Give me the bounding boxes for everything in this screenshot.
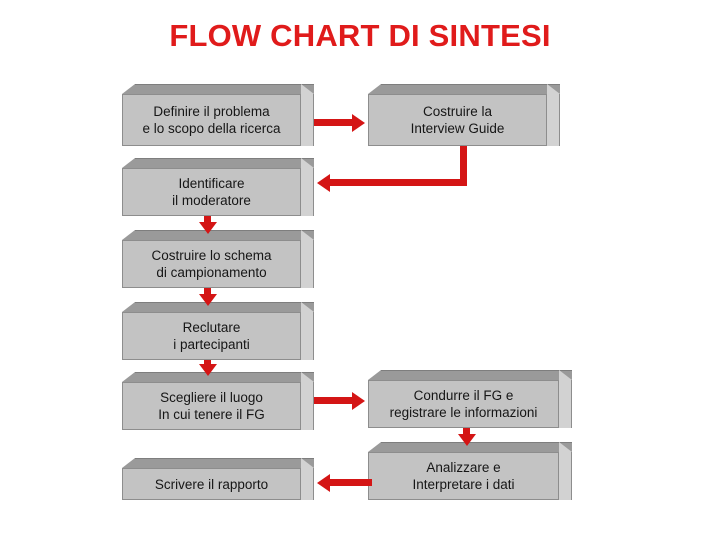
box-side-bevel: [301, 158, 314, 168]
box-top-bevel: [368, 84, 381, 94]
box-top-bevel: [368, 442, 381, 452]
box-top-face: [135, 230, 314, 240]
flow-node-label: Costruire lo schema: [151, 248, 272, 263]
connector-recruit-to-location: [204, 360, 211, 366]
box-side-bevel: [301, 230, 314, 240]
box-top-face: [135, 458, 314, 468]
box-top-face: [381, 84, 560, 94]
flow-node-build-sampling-scheme[interactable]: Costruire lo schema di campionamento: [122, 230, 314, 288]
arrow-left-icon: [317, 473, 330, 492]
box-front-face: Analizzare e Interpretare i dati: [368, 452, 559, 500]
box-top-bevel: [122, 302, 135, 312]
box-side-face: [301, 382, 314, 430]
flow-node-define-problem[interactable]: Definire il problema e lo scopo della ri…: [122, 84, 314, 146]
arrow-right-icon: [352, 113, 365, 132]
box-side-bevel: [301, 84, 314, 94]
flow-node-label: In cui tenere il FG: [158, 407, 265, 422]
flow-node-label: Interpretare i dati: [412, 477, 515, 492]
flow-node-label: Scrivere il rapporto: [154, 476, 269, 492]
box-side-face: [301, 168, 314, 216]
box-side-face: [559, 380, 572, 428]
arrow-down-icon: [198, 222, 217, 234]
flow-node-label: di campionamento: [156, 265, 267, 280]
flow-node-label: Condurre il FG e: [413, 388, 514, 403]
flow-node-label: registrare le informazioni: [389, 405, 538, 420]
box-top-face: [135, 84, 314, 94]
box-side-face: [301, 94, 314, 146]
box-front-face: Costruire la Interview Guide: [368, 94, 547, 146]
box-side-bevel: [301, 302, 314, 312]
flow-node-label: Analizzare e: [426, 460, 501, 475]
box-top-bevel: [122, 372, 135, 382]
box-side-bevel: [559, 442, 572, 452]
box-top-bevel: [368, 370, 381, 380]
flow-node-identify-moderator[interactable]: Identificare il moderatore: [122, 158, 314, 216]
box-top-face: [135, 372, 314, 382]
box-top-face: [135, 158, 314, 168]
box-top-face: [381, 370, 572, 380]
flow-node-label: Reclutare: [182, 320, 241, 335]
box-top-bevel: [122, 84, 135, 94]
box-side-bevel: [547, 84, 560, 94]
arrow-down-icon: [457, 434, 476, 446]
box-front-face: Condurre il FG e registrare le informazi…: [368, 380, 559, 428]
box-top-face: [135, 302, 314, 312]
box-top-face: [381, 442, 572, 452]
box-side-face: [301, 240, 314, 288]
box-side-bevel: [301, 372, 314, 382]
box-top-bevel: [122, 158, 135, 168]
flow-node-choose-location[interactable]: Scegliere il luogo In cui tenere il FG: [122, 372, 314, 430]
flow-node-label: Interview Guide: [410, 121, 505, 136]
arrow-left-icon: [317, 173, 330, 192]
connector-conduct-to-analyze: [463, 428, 470, 436]
box-side-bevel: [559, 370, 572, 380]
arrow-down-icon: [198, 294, 217, 306]
arrow-right-icon: [352, 391, 365, 410]
arrow-down-icon: [198, 364, 217, 376]
connector-sampling-to-recruit: [204, 288, 211, 296]
flow-node-label: Definire il problema: [153, 104, 270, 119]
box-front-face: Costruire lo schema di campionamento: [122, 240, 301, 288]
connector-guide-to-moderator-vertical: [460, 146, 467, 186]
box-top-bevel: [122, 458, 135, 468]
flow-node-label: il moderatore: [172, 193, 251, 208]
connector-moderator-to-sampling: [204, 216, 211, 224]
box-side-face: [301, 468, 314, 500]
flow-node-label: i partecipanti: [173, 337, 250, 352]
box-top-bevel: [122, 230, 135, 240]
box-front-face: Scegliere il luogo In cui tenere il FG: [122, 382, 301, 430]
box-front-face: Definire il problema e lo scopo della ri…: [122, 94, 301, 146]
box-side-bevel: [301, 458, 314, 468]
flow-node-label: Costruire la: [422, 104, 493, 119]
flow-node-label: Scegliere il luogo: [160, 390, 263, 405]
flow-node-label: e lo scopo della ricerca: [142, 121, 281, 136]
flow-node-label: Identificare: [178, 176, 245, 191]
connector-analyze-to-report: [330, 479, 372, 486]
box-front-face: Reclutare i partecipanti: [122, 312, 301, 360]
flow-node-write-report[interactable]: Scrivere il rapporto: [122, 458, 314, 500]
box-front-face: Scrivere il rapporto: [122, 468, 301, 500]
flow-node-recruit-participants[interactable]: Reclutare i partecipanti: [122, 302, 314, 360]
box-side-face: [547, 94, 560, 146]
box-side-face: [559, 452, 572, 500]
flow-node-build-interview-guide[interactable]: Costruire la Interview Guide: [368, 84, 560, 146]
connector-location-to-conduct: [314, 397, 354, 404]
box-front-face: Identificare il moderatore: [122, 168, 301, 216]
flow-node-analyze-interpret-data[interactable]: Analizzare e Interpretare i dati: [368, 442, 572, 500]
connector-define-to-guide: [314, 119, 354, 126]
flow-node-conduct-focus-group[interactable]: Condurre il FG e registrare le informazi…: [368, 370, 572, 428]
page-title: FLOW CHART DI SINTESI: [169, 18, 551, 53]
connector-guide-to-moderator-horizontal: [330, 179, 467, 186]
box-side-face: [301, 312, 314, 360]
